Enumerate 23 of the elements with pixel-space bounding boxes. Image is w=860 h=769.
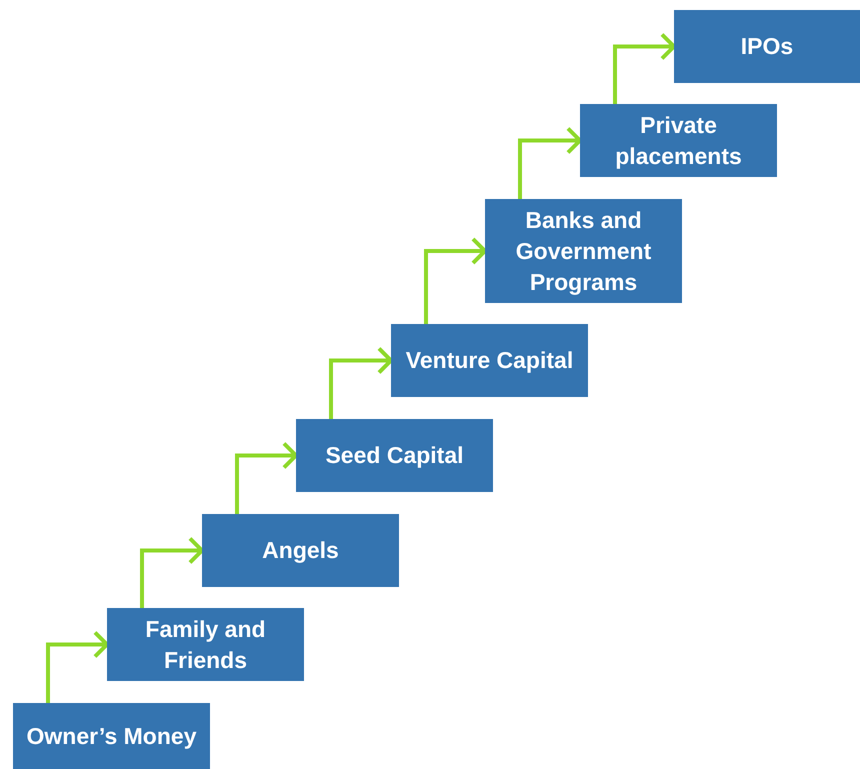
step-label: Angels — [262, 536, 339, 565]
step-label: Seed Capital — [325, 441, 464, 470]
elbow-arrow — [518, 126, 582, 199]
step-box — [202, 514, 399, 587]
step-box — [13, 703, 210, 769]
elbow-arrow — [613, 32, 676, 104]
step-label: Banks and Government Programs — [514, 206, 652, 297]
step-label: Owner’s Money — [26, 722, 196, 751]
step-box — [580, 104, 777, 177]
elbow-arrow — [329, 346, 393, 419]
step-box — [485, 199, 682, 303]
step-box — [107, 608, 304, 681]
elbow-arrow — [424, 237, 487, 324]
step-label: Family and Friends — [144, 614, 267, 674]
step-box — [391, 324, 588, 397]
step-label: Venture Capital — [406, 346, 574, 375]
elbow-arrow — [235, 442, 298, 514]
step-label: IPOs — [740, 32, 794, 61]
step-box — [296, 419, 493, 492]
elbow-arrow — [46, 630, 109, 703]
step-label: Private placements — [614, 110, 743, 171]
elbow-arrow — [140, 536, 204, 608]
step-box — [674, 10, 860, 83]
